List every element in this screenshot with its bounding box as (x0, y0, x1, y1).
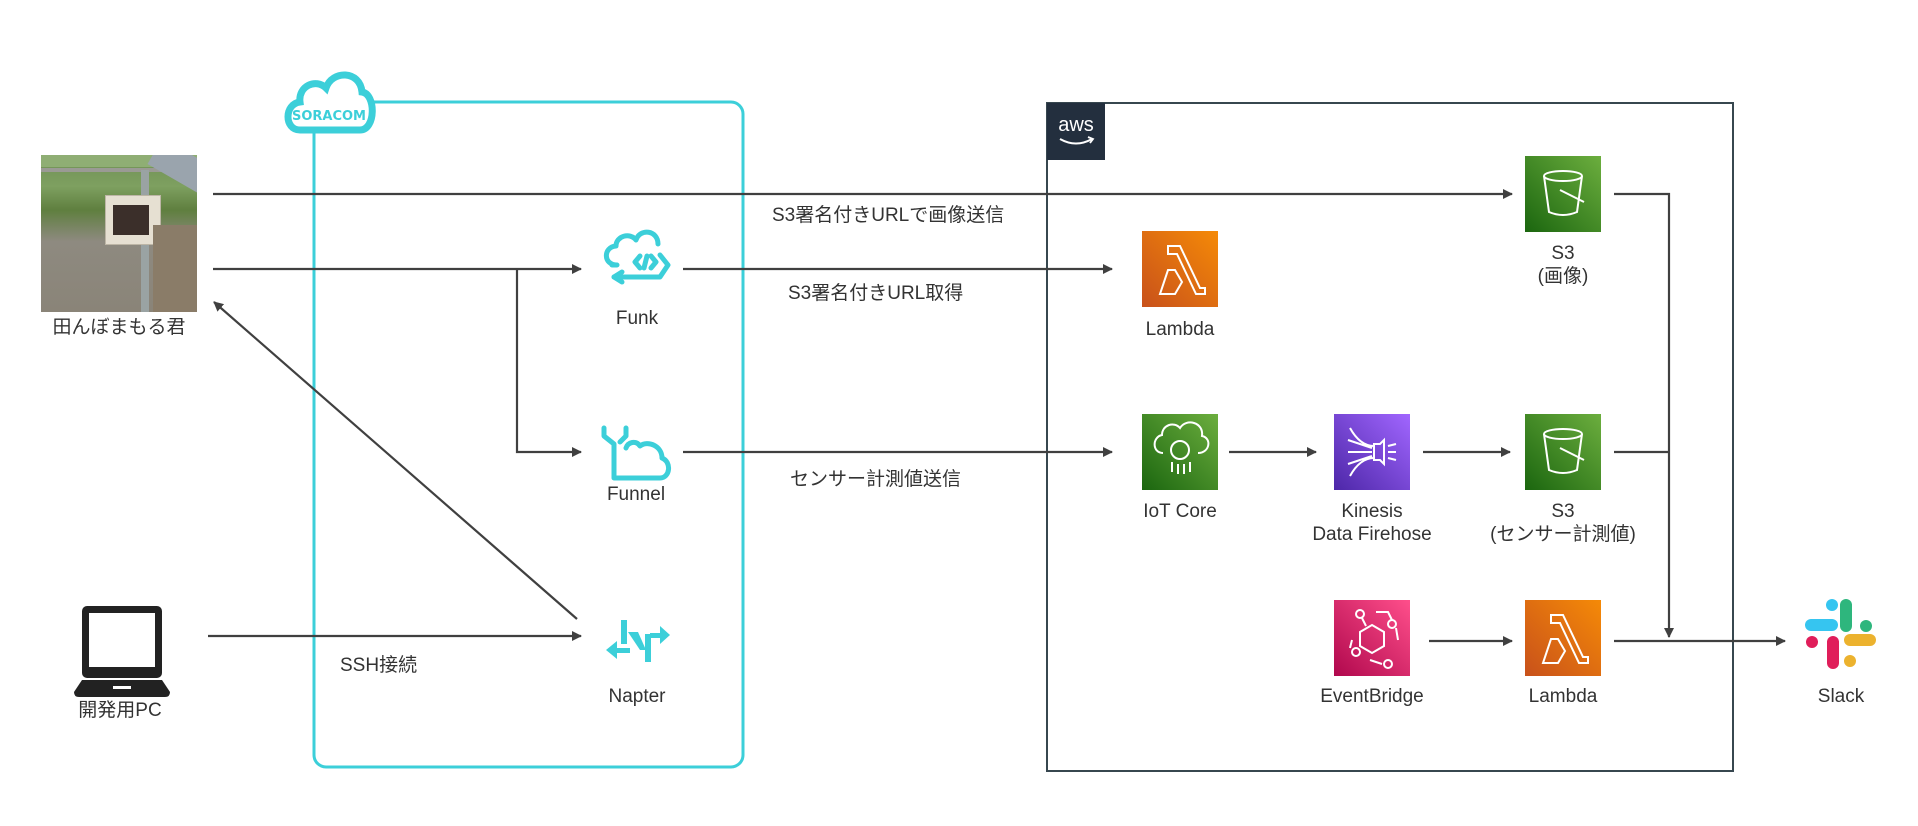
edges (208, 189, 1786, 646)
edge-label-get-presigned-url: S3署名付きURL取得 (788, 283, 964, 304)
aws-kinesis-firehose-icon (1334, 414, 1410, 490)
rice-field-device-photo (41, 155, 197, 312)
s3-sensor-label-line1: S3 (1551, 501, 1575, 522)
soracom-group-border (312, 100, 745, 769)
dev-pc-label: 開発用PC (78, 700, 162, 721)
aws-s3-sensor-icon (1525, 414, 1601, 490)
aws-eventbridge-icon (1334, 600, 1410, 676)
aws-iot-core-icon (1142, 414, 1218, 490)
soracom-group: SORACOM (284, 71, 745, 769)
s3-image-label-line1: S3 (1551, 243, 1575, 264)
soracom-cloud-logo: SORACOM (284, 71, 376, 134)
edge-s3-image-to-slack (1614, 192, 1674, 638)
napter-label: Napter (608, 686, 666, 707)
aws-logo: aws (1047, 103, 1105, 160)
edge-napter-to-device (213, 301, 578, 620)
device-label: 田んぼまもる君 (52, 317, 186, 338)
slack-icon (1805, 599, 1876, 669)
aws-group-border (1046, 102, 1734, 772)
lambda-notify-label: Lambda (1528, 686, 1598, 707)
s3-image-label-line2: (画像) (1537, 266, 1589, 287)
iot-core-label: IoT Core (1143, 501, 1217, 522)
lambda-url-label: Lambda (1145, 319, 1215, 340)
soracom-funk-icon (603, 229, 671, 285)
eventbridge-label: EventBridge (1320, 686, 1424, 707)
soracom-logo-text: SORACOM (292, 109, 366, 124)
funk-label: Funk (615, 308, 659, 329)
aws-lambda-icon (1142, 231, 1218, 307)
slack-label: Slack (1817, 686, 1865, 707)
soracom-funnel-icon (601, 425, 671, 481)
aws-logo-text: aws (1058, 114, 1094, 136)
aws-group: aws (1046, 102, 1734, 772)
s3-sensor-label-line2: (センサー計測値) (1490, 524, 1636, 545)
laptop-icon (74, 606, 170, 697)
soracom-napter-icon (606, 620, 670, 662)
aws-s3-icon (1525, 156, 1601, 232)
edge-device-to-funnel (515, 269, 582, 457)
edge-label-ssh: SSH接続 (340, 655, 418, 676)
edge-label-sensor-send: センサー計測値送信 (790, 469, 962, 490)
aws-lambda-notify-icon (1525, 600, 1601, 676)
kinesis-label-line1: Kinesis (1341, 501, 1403, 522)
edge-label-image-upload: S3署名付きURLで画像送信 (772, 205, 1005, 226)
kinesis-label-line2: Data Firehose (1312, 524, 1432, 545)
funnel-label: Funnel (606, 484, 666, 505)
